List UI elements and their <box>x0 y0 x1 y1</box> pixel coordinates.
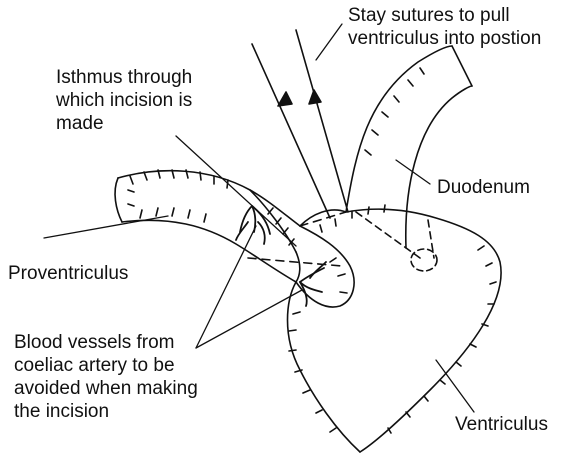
duodenum-shape <box>346 46 472 271</box>
duodenum-label: Duodenum <box>437 176 530 199</box>
isthmus-shape <box>248 190 346 282</box>
proventriculus-shape <box>115 170 300 282</box>
blood-vessels <box>236 206 326 306</box>
stay-sutures-label: Stay sutures to pull ventriculus into po… <box>348 4 541 50</box>
stay-sutures <box>252 30 348 218</box>
isthmus-label: Isthmus through which incision is made <box>56 66 192 135</box>
blood-vessels-label: Blood vessels from coeliac artery to be … <box>14 331 198 423</box>
proventriculus-label: Proventriculus <box>8 262 128 285</box>
ventriculus-label: Ventriculus <box>455 413 548 436</box>
